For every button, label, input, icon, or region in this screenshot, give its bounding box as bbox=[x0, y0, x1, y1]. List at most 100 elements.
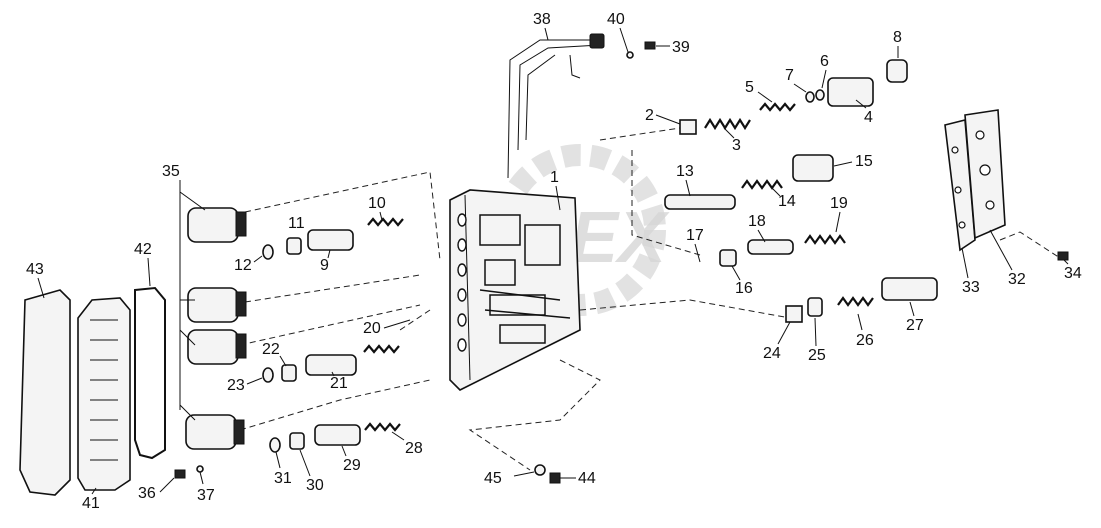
svg-text:18: 18 bbox=[748, 213, 766, 230]
svg-text:6: 6 bbox=[820, 53, 829, 70]
callout-29: 29 bbox=[341, 445, 361, 474]
callout-33: 33 bbox=[961, 247, 980, 296]
callout-25: 25 bbox=[808, 317, 826, 364]
callout-23: 23 bbox=[227, 377, 263, 394]
svg-text:40: 40 bbox=[607, 11, 625, 28]
assembly-guide-lines bbox=[239, 127, 1061, 471]
svg-text:4: 4 bbox=[864, 109, 873, 126]
wiring-harness bbox=[507, 33, 605, 179]
svg-text:39: 39 bbox=[672, 39, 690, 56]
callout-26: 26 bbox=[856, 313, 874, 349]
svg-text:41: 41 bbox=[82, 495, 100, 512]
callout-24: 24 bbox=[763, 321, 791, 362]
valve-spools-and-plugs bbox=[174, 41, 1069, 484]
callout-1: 1 bbox=[550, 169, 561, 211]
svg-text:9: 9 bbox=[320, 257, 329, 274]
callout-28: 28 bbox=[391, 431, 423, 457]
callout-5: 5 bbox=[745, 79, 773, 103]
callout-20: 20 bbox=[363, 319, 411, 337]
valve-body bbox=[449, 189, 581, 391]
callout-27: 27 bbox=[906, 301, 924, 334]
callout-34: 34 bbox=[1063, 259, 1082, 282]
svg-text:38: 38 bbox=[533, 11, 551, 28]
svg-text:17: 17 bbox=[686, 227, 704, 244]
svg-text:8: 8 bbox=[893, 29, 902, 46]
svg-text:42: 42 bbox=[134, 241, 152, 258]
part-callouts: 1 2 3 4 5 6 7 8 9 10 11 12 13 14 15 16 1… bbox=[26, 11, 1082, 512]
svg-text:1: 1 bbox=[550, 169, 559, 186]
svg-text:11: 11 bbox=[288, 215, 305, 232]
svg-text:5: 5 bbox=[745, 79, 754, 96]
cover-and-gaskets bbox=[19, 286, 166, 496]
svg-text:7: 7 bbox=[785, 67, 794, 84]
callout-12: 12 bbox=[234, 255, 263, 274]
svg-text:34: 34 bbox=[1064, 265, 1082, 282]
svg-text:26: 26 bbox=[856, 332, 874, 349]
callout-8: 8 bbox=[893, 29, 902, 58]
svg-text:21: 21 bbox=[330, 375, 348, 392]
callout-44: 44 bbox=[560, 470, 596, 487]
callout-3: 3 bbox=[723, 127, 741, 154]
solenoids bbox=[179, 180, 247, 450]
svg-text:31: 31 bbox=[274, 470, 292, 487]
svg-text:23: 23 bbox=[227, 377, 245, 394]
callout-6: 6 bbox=[820, 53, 829, 89]
svg-text:20: 20 bbox=[363, 320, 381, 337]
svg-text:43: 43 bbox=[26, 261, 44, 278]
svg-text:28: 28 bbox=[405, 440, 423, 457]
callout-30: 30 bbox=[299, 449, 324, 494]
svg-text:45: 45 bbox=[484, 470, 502, 487]
svg-text:29: 29 bbox=[343, 457, 361, 474]
callout-9: 9 bbox=[320, 249, 331, 274]
svg-text:25: 25 bbox=[808, 347, 826, 364]
callout-18: 18 bbox=[748, 213, 766, 243]
svg-text:12: 12 bbox=[234, 257, 252, 274]
svg-text:19: 19 bbox=[830, 195, 848, 212]
callout-38: 38 bbox=[533, 11, 551, 41]
svg-text:14: 14 bbox=[778, 193, 796, 210]
svg-text:2: 2 bbox=[645, 107, 654, 124]
callout-2: 2 bbox=[645, 107, 681, 125]
callout-15: 15 bbox=[833, 153, 873, 170]
callout-40: 40 bbox=[607, 11, 629, 53]
svg-text:33: 33 bbox=[962, 279, 980, 296]
callout-22: 22 bbox=[262, 341, 287, 367]
callout-14: 14 bbox=[771, 187, 796, 210]
callout-16: 16 bbox=[731, 265, 753, 297]
svg-text:10: 10 bbox=[368, 195, 386, 212]
end-plates bbox=[944, 109, 1006, 252]
callout-7: 7 bbox=[785, 67, 807, 93]
svg-text:32: 32 bbox=[1008, 271, 1026, 288]
callout-37: 37 bbox=[197, 471, 215, 504]
callout-13: 13 bbox=[676, 163, 694, 197]
svg-text:37: 37 bbox=[197, 487, 215, 504]
svg-text:15: 15 bbox=[855, 153, 873, 170]
svg-text:27: 27 bbox=[906, 317, 924, 334]
callout-21: 21 bbox=[330, 371, 348, 392]
callout-43: 43 bbox=[26, 261, 45, 299]
callout-35: 35 bbox=[162, 163, 180, 180]
svg-text:3: 3 bbox=[732, 137, 741, 154]
callout-10: 10 bbox=[368, 195, 386, 221]
svg-text:36: 36 bbox=[138, 485, 156, 502]
svg-text:24: 24 bbox=[763, 345, 781, 362]
callout-4: 4 bbox=[855, 99, 873, 126]
callout-36: 36 bbox=[138, 477, 175, 502]
callout-32: 32 bbox=[989, 229, 1026, 288]
svg-text:22: 22 bbox=[262, 341, 280, 358]
svg-text:30: 30 bbox=[306, 477, 324, 494]
svg-text:13: 13 bbox=[676, 163, 694, 180]
springs bbox=[363, 102, 874, 432]
callout-41: 41 bbox=[82, 487, 100, 512]
svg-text:16: 16 bbox=[735, 280, 753, 297]
svg-text:35: 35 bbox=[162, 163, 180, 180]
callout-17: 17 bbox=[686, 227, 704, 263]
callout-31: 31 bbox=[274, 451, 292, 487]
svg-text:44: 44 bbox=[578, 470, 596, 487]
callout-19: 19 bbox=[830, 195, 848, 233]
callout-39: 39 bbox=[656, 39, 690, 56]
callout-45: 45 bbox=[484, 470, 535, 487]
callout-42: 42 bbox=[134, 241, 152, 287]
callout-11: 11 bbox=[288, 215, 305, 232]
